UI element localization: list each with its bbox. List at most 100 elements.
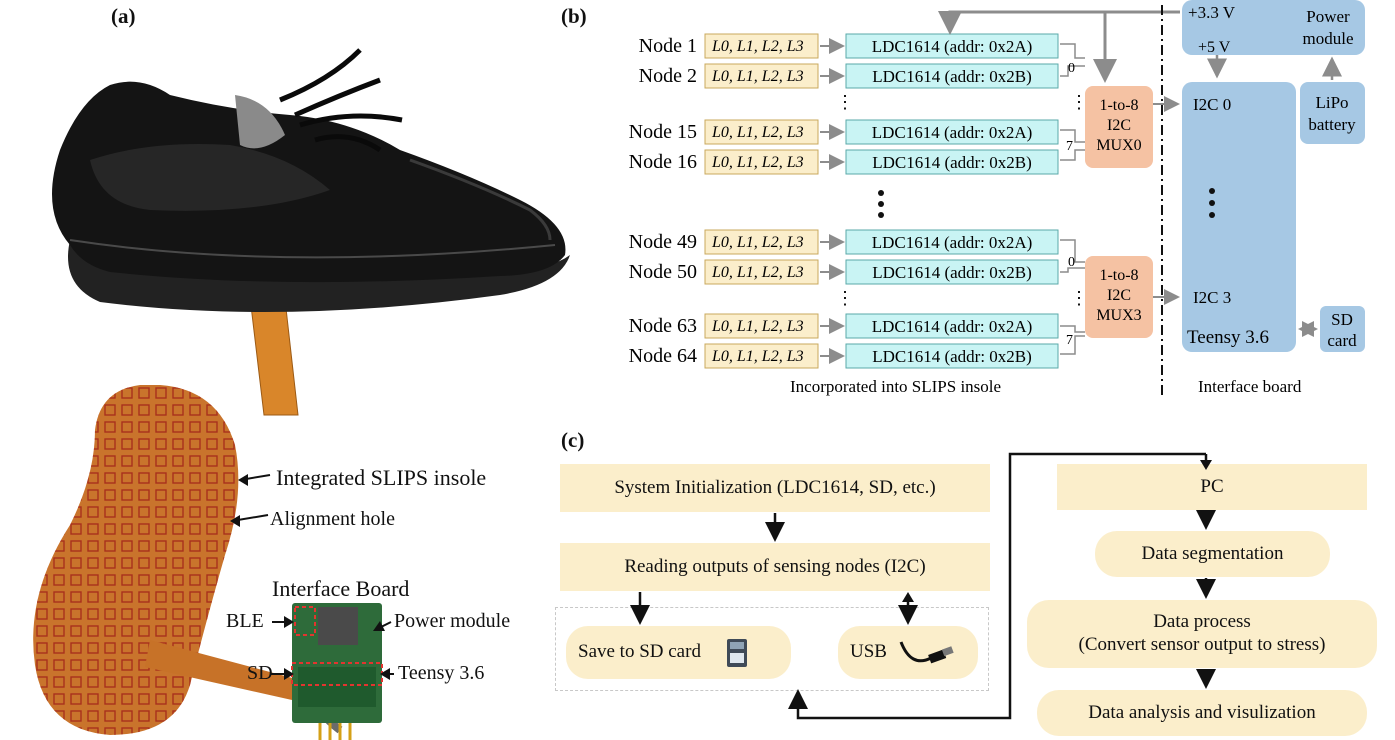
ldc-box (845, 63, 1059, 89)
battery-label: LiPo (1315, 93, 1348, 112)
ldc-box (845, 149, 1059, 175)
callout-ble: BLE (226, 610, 264, 632)
process-title: Data process (1153, 611, 1251, 633)
caption-insole: Incorporated into SLIPS insole (790, 377, 1001, 396)
mux0-box (1085, 86, 1153, 168)
analysis-step: Data analysis and visulization (1037, 690, 1367, 736)
ldc-box (845, 259, 1059, 285)
mux-port-7: 7 (1066, 333, 1073, 348)
panel-label-a: (a) (111, 4, 136, 28)
coil-box (704, 63, 819, 89)
panel-label-c: (c) (561, 428, 585, 452)
ldc-label: LDC1614 (addr: 0x2B) (872, 263, 1032, 282)
power-module-label: Power (1306, 7, 1350, 26)
coil-box (704, 313, 819, 339)
coil-label: L0, L1, L2, L3 (711, 348, 804, 365)
mux0-label: MUX0 (1096, 137, 1141, 154)
teensy-box (1182, 82, 1296, 352)
ldc-label: LDC1614 (addr: 0x2A) (872, 123, 1033, 142)
power-module-box (1182, 0, 1365, 55)
flowchart-arrows (630, 452, 1216, 720)
ldc-label: LDC1614 (addr: 0x2B) (872, 347, 1032, 366)
ellipsis-dots: ⋮ (1070, 92, 1088, 112)
coil-label: L0, L1, L2, L3 (711, 264, 804, 281)
coil-label: L0, L1, L2, L3 (711, 68, 804, 85)
panel-label-b: (b) (561, 4, 587, 28)
group-ellipsis (878, 190, 884, 196)
mux-port-0: 0 (1068, 61, 1075, 76)
callout-alignment-hole: Alignment hole (270, 508, 395, 530)
i2c0-label: I2C 0 (1193, 95, 1231, 114)
coil-label: L0, L1, L2, L3 (711, 38, 804, 55)
node-label: Node 2 (639, 65, 697, 87)
i2c3-label: I2C 3 (1193, 288, 1231, 307)
mux0-label: I2C (1107, 117, 1131, 134)
v33-label: +3.3 V (1188, 3, 1236, 22)
usb-label: USB (850, 641, 887, 663)
node-label: Node 50 (629, 261, 697, 283)
coil-label: L0, L1, L2, L3 (711, 124, 804, 141)
sd-card-box (1320, 306, 1365, 352)
architecture-diagram: Node 1 L0, L1, L2, L3 LDC1614 (addr: 0x2A)… (629, 0, 1365, 396)
mux-port-0: 0 (1068, 255, 1075, 270)
coil-label: L0, L1, L2, L3 (711, 234, 804, 251)
group-ellipsis (878, 212, 884, 218)
save-sd-label: Save to SD card (578, 641, 701, 663)
process-step: Data process (Convert sensor output to s… (1027, 600, 1377, 668)
coil-box (704, 259, 819, 285)
battery-box (1300, 82, 1365, 144)
insole-photo (33, 385, 394, 740)
power-module-label: module (1303, 29, 1354, 48)
ldc-box (845, 33, 1059, 59)
init-step: System Initialization (LDC1614, SD, etc.… (560, 464, 990, 512)
process-detail: (Convert sensor output to stress) (1078, 634, 1326, 655)
sd-card-label: SD (1331, 310, 1353, 329)
save-sd-step: Save to SD card (566, 626, 791, 679)
battery-label: battery (1308, 115, 1356, 134)
node-label: Node 64 (629, 345, 697, 367)
mux3-label: MUX3 (1096, 307, 1141, 324)
ldc-box (845, 119, 1059, 145)
callout-teensy: Teensy 3.6 (398, 662, 485, 684)
read-step: Reading outputs of sensing nodes (I2C) (560, 543, 990, 591)
ellipsis-dots: ⋮ (836, 288, 854, 308)
coil-box (704, 149, 819, 175)
ldc-label: LDC1614 (addr: 0x2B) (872, 153, 1032, 172)
ellipsis-dots: ⋮ (836, 92, 854, 112)
mux3-label: I2C (1107, 287, 1131, 304)
coil-label: L0, L1, L2, L3 (711, 154, 804, 171)
mux0-label: 1-to-8 (1099, 97, 1138, 114)
coil-box (704, 119, 819, 145)
caption-board: Interface board (1198, 377, 1302, 396)
group-ellipsis (878, 201, 884, 207)
node-label: Node 15 (629, 121, 697, 143)
ldc-label: LDC1614 (addr: 0x2A) (872, 37, 1033, 56)
callout-sd: SD (247, 662, 273, 684)
coil-box (704, 229, 819, 255)
ldc-label: LDC1614 (addr: 0x2A) (872, 233, 1033, 252)
ldc-box (845, 313, 1059, 339)
callout-board-title: Interface Board (272, 576, 410, 601)
pc-step: PC (1057, 464, 1367, 510)
output-group (555, 607, 989, 691)
usb-step: USB (838, 626, 978, 679)
callout-insole: Integrated SLIPS insole (276, 465, 487, 490)
ldc-label: LDC1614 (addr: 0x2B) (872, 67, 1032, 86)
ldc-box (845, 343, 1059, 369)
node-label: Node 16 (629, 151, 697, 173)
mux3-label: 1-to-8 (1099, 267, 1138, 284)
mux-port-7: 7 (1066, 139, 1073, 154)
teensy-label: Teensy 3.6 (1187, 327, 1269, 348)
coil-box (704, 33, 819, 59)
sd-card-label: card (1327, 331, 1357, 350)
coil-box (704, 343, 819, 369)
coil-label: L0, L1, L2, L3 (711, 318, 804, 335)
ellipsis-dots: ⋮ (1070, 288, 1088, 308)
sd-card-icon (726, 638, 747, 667)
ldc-label: LDC1614 (addr: 0x2A) (872, 317, 1033, 336)
usb-cable-icon (899, 640, 954, 663)
node-label: Node 1 (639, 35, 697, 57)
node-label: Node 63 (629, 315, 697, 337)
ldc-box (845, 229, 1059, 255)
shoe-photo (52, 48, 570, 416)
